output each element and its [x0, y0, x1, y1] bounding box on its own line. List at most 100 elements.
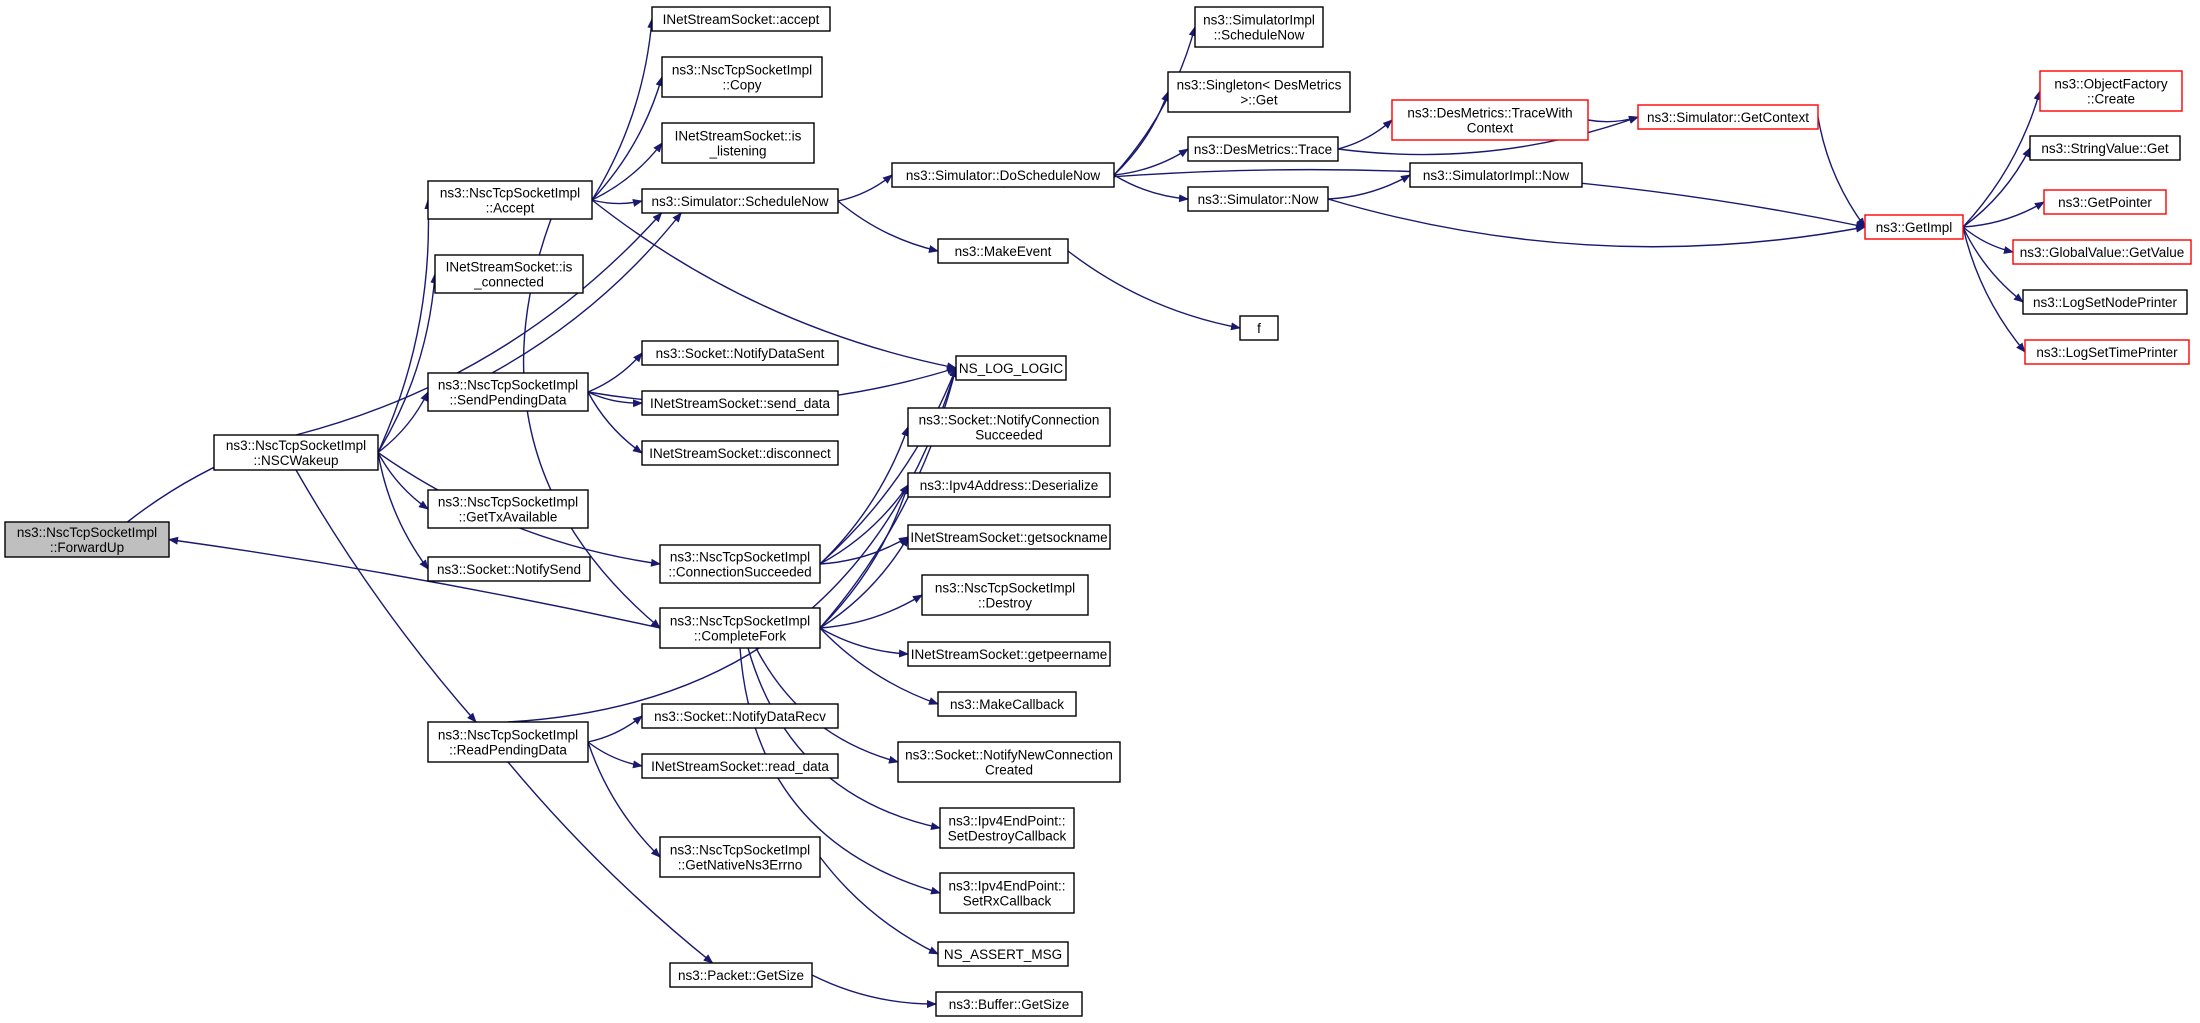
node-layer: ns3::NscTcpSocketImpl::ForwardUpns3::Nsc… — [4, 6, 2192, 1017]
edge-doschedulenow-to-desmetricstrace — [1113, 148, 1189, 176]
node-connsucc[interactable]: ns3::NscTcpSocketImpl::ConnectionSucceed… — [659, 544, 821, 584]
node-buffergetsize[interactable]: ns3::Buffer::GetSize — [935, 991, 1083, 1017]
node-label: ns3::NscTcpSocketImpl — [672, 63, 812, 78]
edge-connsucc-to-getsockname — [819, 536, 909, 565]
node-label: ns3::Socket::NotifyDataRecv — [654, 709, 826, 724]
node-makeevent[interactable]: ns3::MakeEvent — [937, 238, 1069, 264]
node-simimplschedulenow[interactable]: ns3::SimulatorImpl::ScheduleNow — [1194, 6, 1324, 48]
node-stringvalueget[interactable]: ns3::StringValue::Get — [2029, 135, 2181, 161]
node-box — [641, 390, 839, 416]
node-label: ns3::NscTcpSocketImpl — [438, 728, 578, 743]
node-nscwakeup[interactable]: ns3::NscTcpSocketImpl::NSCWakeup — [213, 434, 379, 471]
node-ipv4deser[interactable]: ns3::Ipv4Address::Deserialize — [907, 472, 1111, 498]
node-label: ns3::NscTcpSocketImpl — [438, 495, 578, 510]
node-inetaccept[interactable]: INetStreamSocket::accept — [651, 6, 831, 32]
edge-sendpending-to-senddata — [587, 391, 643, 408]
node-box — [937, 238, 1069, 264]
edge-completefork-to-destroy — [819, 594, 923, 629]
node-sendpending[interactable]: ns3::NscTcpSocketImpl::SendPendingData — [427, 372, 589, 412]
node-destroy[interactable]: ns3::NscTcpSocketImpl::Destroy — [921, 574, 1089, 616]
node-label: ns3::NscTcpSocketImpl — [17, 525, 157, 540]
node-readpending[interactable]: ns3::NscTcpSocketImpl::ReadPendingData — [427, 721, 589, 763]
node-box — [641, 188, 839, 214]
node-label: SetDestroyCallback — [948, 829, 1067, 844]
node-box — [641, 753, 839, 779]
edge-completefork-to-getpeername — [819, 627, 909, 658]
node-label: ns3::NscTcpSocketImpl — [935, 581, 1075, 596]
node-islistening[interactable]: INetStreamSocket::is_listening — [661, 122, 815, 164]
node-nsloglogic[interactable]: NS_LOG_LOGIC — [955, 355, 1067, 381]
edge-completefork-to-getsockname — [819, 536, 909, 629]
node-label: ns3::DesMetrics::TraceWith — [1407, 106, 1572, 121]
edge-accept-to-copy — [591, 76, 664, 201]
node-gettx[interactable]: ns3::NscTcpSocketImpl::GetTxAvailable — [427, 489, 589, 529]
node-forwardup: ns3::NscTcpSocketImpl::ForwardUp — [4, 521, 170, 558]
node-label: ::ScheduleNow — [1214, 28, 1305, 43]
node-label: ns3::MakeEvent — [955, 244, 1052, 259]
node-desmetricstrace[interactable]: ns3::DesMetrics::Trace — [1187, 136, 1339, 162]
edge-nscwakeup-to-schedulenow — [295, 212, 663, 436]
node-schedulenow[interactable]: ns3::Simulator::ScheduleNow — [641, 188, 839, 214]
node-makecallback[interactable]: ns3::MakeCallback — [937, 691, 1077, 717]
edge-getimpl-to-stringvalueget — [1962, 147, 2031, 228]
node-label: INetStreamSocket::is — [446, 260, 573, 275]
node-label: ::GetTxAvailable — [459, 510, 558, 525]
node-label: ::Copy — [722, 78, 761, 93]
node-getpointer[interactable]: ns3::GetPointer — [2043, 189, 2167, 215]
node-simnow[interactable]: ns3::Simulator::Now — [1187, 186, 1329, 212]
node-box — [2022, 289, 2188, 315]
node-setdestroycb[interactable]: ns3::Ipv4EndPoint::SetDestroyCallback — [939, 807, 1075, 849]
node-box — [659, 544, 821, 584]
node-label: INetStreamSocket::getpeername — [911, 647, 1108, 662]
edge-readpending-to-getnativeerrno — [587, 741, 661, 858]
node-objectfactorycreate[interactable]: ns3::ObjectFactory::Create — [2039, 70, 2183, 112]
node-logsettimeprinter[interactable]: ns3::LogSetTimePrinter — [2024, 339, 2190, 365]
node-notifydatarecv[interactable]: ns3::Socket::NotifyDataRecv — [641, 703, 839, 729]
node-box — [921, 574, 1089, 616]
node-readdata[interactable]: INetStreamSocket::read_data — [641, 753, 839, 779]
node-label: Context — [1467, 121, 1514, 136]
node-accept[interactable]: ns3::NscTcpSocketImpl::Accept — [427, 180, 593, 220]
node-box — [661, 122, 815, 164]
node-box — [2012, 239, 2192, 265]
node-label: ns3::Socket::NotifyDataSent — [656, 346, 825, 361]
node-box — [213, 434, 379, 471]
node-getpeername[interactable]: INetStreamSocket::getpeername — [907, 641, 1111, 667]
node-logsetnodeprinter[interactable]: ns3::LogSetNodePrinter — [2022, 289, 2188, 315]
node-setrxcb[interactable]: ns3::Ipv4EndPoint::SetRxCallback — [939, 872, 1075, 914]
node-notifydatasent[interactable]: ns3::Socket::NotifyDataSent — [641, 340, 839, 366]
node-label: INetStreamSocket::disconnect — [649, 446, 831, 461]
node-label: ns3::ObjectFactory — [2054, 77, 2168, 92]
node-box — [2039, 70, 2183, 112]
node-box — [907, 641, 1111, 667]
node-getcontext[interactable]: ns3::Simulator::GetContext — [1637, 104, 1819, 130]
node-copy[interactable]: ns3::NscTcpSocketImpl::Copy — [661, 56, 823, 98]
node-notifysend[interactable]: ns3::Socket::NotifySend — [427, 556, 591, 582]
node-simimplnow[interactable]: ns3::SimulatorImpl::Now — [1409, 162, 1583, 188]
node-nsassertmsg[interactable]: NS_ASSERT_MSG — [937, 941, 1069, 967]
edge-getimpl-to-logsetnodeprinter — [1962, 226, 2024, 303]
node-doschedulenow[interactable]: ns3::Simulator::DoScheduleNow — [891, 162, 1115, 188]
node-completefork[interactable]: ns3::NscTcpSocketImpl::CompleteFork — [659, 607, 821, 649]
node-getnativeerrno[interactable]: ns3::NscTcpSocketImpl::GetNativeNs3Errno — [659, 836, 821, 878]
node-senddata[interactable]: INetStreamSocket::send_data — [641, 390, 839, 416]
node-disconnect[interactable]: INetStreamSocket::disconnect — [641, 440, 839, 466]
node-packetgetsize[interactable]: ns3::Packet::GetSize — [669, 962, 813, 988]
edge-completefork-to-forwardup — [168, 536, 661, 629]
node-isconnected[interactable]: INetStreamSocket::is_connected — [434, 254, 584, 294]
node-getimpl[interactable]: ns3::GetImpl — [1864, 214, 1964, 240]
node-globalvalueget[interactable]: ns3::GlobalValue::GetValue — [2012, 239, 2192, 265]
node-label: INetStreamSocket::send_data — [650, 396, 831, 411]
node-singletonget[interactable]: ns3::Singleton< DesMetrics>::Get — [1167, 71, 1351, 113]
node-label: ::NSCWakeup — [253, 453, 338, 468]
node-label: ns3::GlobalValue::GetValue — [2020, 245, 2185, 260]
node-label: _listening — [708, 144, 766, 159]
node-getsockname[interactable]: INetStreamSocket::getsockname — [907, 524, 1111, 550]
edge-layer — [86, 18, 2045, 1009]
node-f[interactable]: f — [1239, 315, 1279, 341]
node-label: ::Accept — [486, 201, 535, 216]
